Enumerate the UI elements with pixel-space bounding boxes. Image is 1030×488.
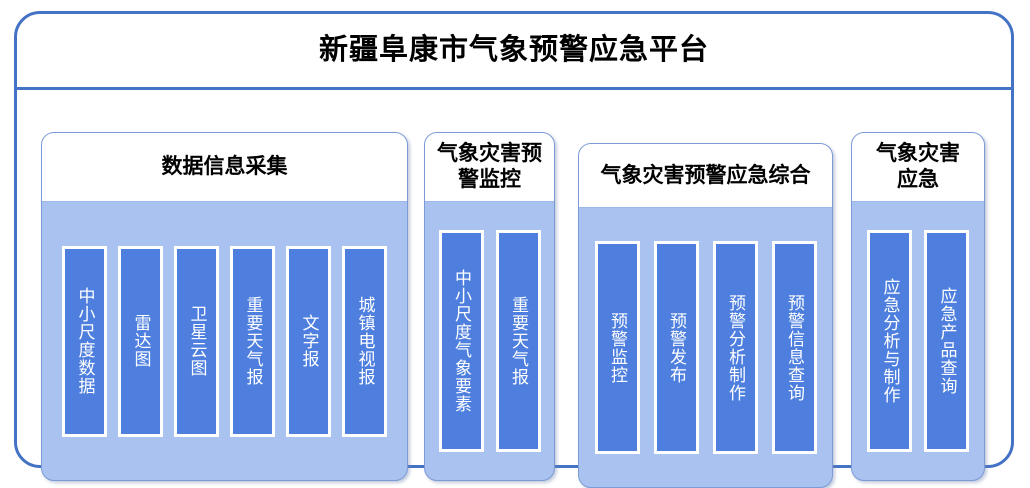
item-box[interactable]: 中小尺度气象要素 (438, 230, 484, 452)
item-box[interactable]: 中小尺度数据 (62, 245, 107, 437)
item-label: 重要天气报 (243, 296, 263, 386)
panel-data-collection[interactable]: 数据信息采集 中小尺度数据 雷达图 卫星云图 重要天气报 文字报 (41, 132, 408, 481)
panels-container: 数据信息采集 中小尺度数据 雷达图 卫星云图 重要天气报 文字报 (17, 90, 1011, 488)
item-box[interactable]: 重要天气报 (230, 245, 275, 437)
panel-warning-integrated[interactable]: 气象灾害预警应急综合 预警监控 预警发布 预警分析制作 预警信息查询 (578, 143, 833, 488)
item-box[interactable]: 预警监控 (594, 241, 640, 454)
panel-body-emergency: 应急分析与制作 应急产品查询 (852, 202, 984, 480)
item-label: 重要天气报 (509, 296, 529, 386)
panel-warning-monitor[interactable]: 气象灾害预 警监控 中小尺度气象要素 重要天气报 (424, 132, 555, 481)
panel-header-data-collection: 数据信息采集 (42, 133, 407, 202)
item-box[interactable]: 应急分析与制作 (867, 230, 912, 452)
item-label: 文字报 (299, 314, 319, 368)
item-label: 卫星云图 (187, 305, 207, 377)
item-label: 预警监控 (608, 311, 628, 384)
page-title: 新疆阜康市气象预警应急平台 (318, 34, 709, 66)
item-box[interactable]: 重要天气报 (495, 230, 541, 452)
item-label: 中小尺度数据 (75, 287, 95, 395)
item-label: 预警分析制作 (726, 293, 746, 402)
panel-header-warning-integrated: 气象灾害预警应急综合 (579, 144, 832, 208)
item-label: 应急产品查询 (937, 287, 957, 395)
item-box[interactable]: 预警分析制作 (712, 241, 758, 454)
title-bar: 新疆阜康市气象预警应急平台 (17, 14, 1011, 90)
panel-body-data-collection: 中小尺度数据 雷达图 卫星云图 重要天气报 文字报 城镇电视报 (42, 202, 407, 480)
panel-title-warning-monitor: 气象灾害预 警监控 (437, 142, 542, 191)
item-box[interactable]: 雷达图 (118, 245, 163, 437)
panel-title-warning-integrated: 气象灾害预警应急综合 (600, 163, 811, 187)
item-label: 城镇电视报 (355, 296, 375, 386)
panel-title-emergency: 气象灾害 应急 (876, 142, 960, 191)
item-box[interactable]: 应急产品查询 (924, 230, 969, 452)
panel-body-warning-integrated: 预警监控 预警发布 预警分析制作 预警信息查询 (579, 208, 832, 487)
item-label: 预警发布 (667, 311, 687, 384)
panel-header-warning-monitor: 气象灾害预 警监控 (425, 133, 554, 202)
panel-body-warning-monitor: 中小尺度气象要素 重要天气报 (425, 202, 554, 480)
item-label: 雷达图 (131, 314, 151, 368)
item-box[interactable]: 文字报 (286, 245, 331, 437)
item-box[interactable]: 预警发布 (653, 241, 699, 454)
item-box[interactable]: 城镇电视报 (342, 245, 387, 437)
item-label: 中小尺度气象要素 (452, 269, 472, 413)
item-box[interactable]: 卫星云图 (174, 245, 219, 437)
panel-title-data-collection: 数据信息采集 (161, 155, 288, 179)
item-label: 预警信息查询 (785, 293, 805, 402)
item-label: 应急分析与制作 (880, 278, 900, 404)
application-frame: 新疆阜康市气象预警应急平台 数据信息采集 中小尺度数据 雷达图 卫星云图 重要天… (14, 11, 1014, 488)
panel-emergency[interactable]: 气象灾害 应急 应急分析与制作 应急产品查询 (851, 132, 985, 481)
panel-header-emergency: 气象灾害 应急 (852, 133, 984, 202)
item-box[interactable]: 预警信息查询 (771, 241, 817, 454)
